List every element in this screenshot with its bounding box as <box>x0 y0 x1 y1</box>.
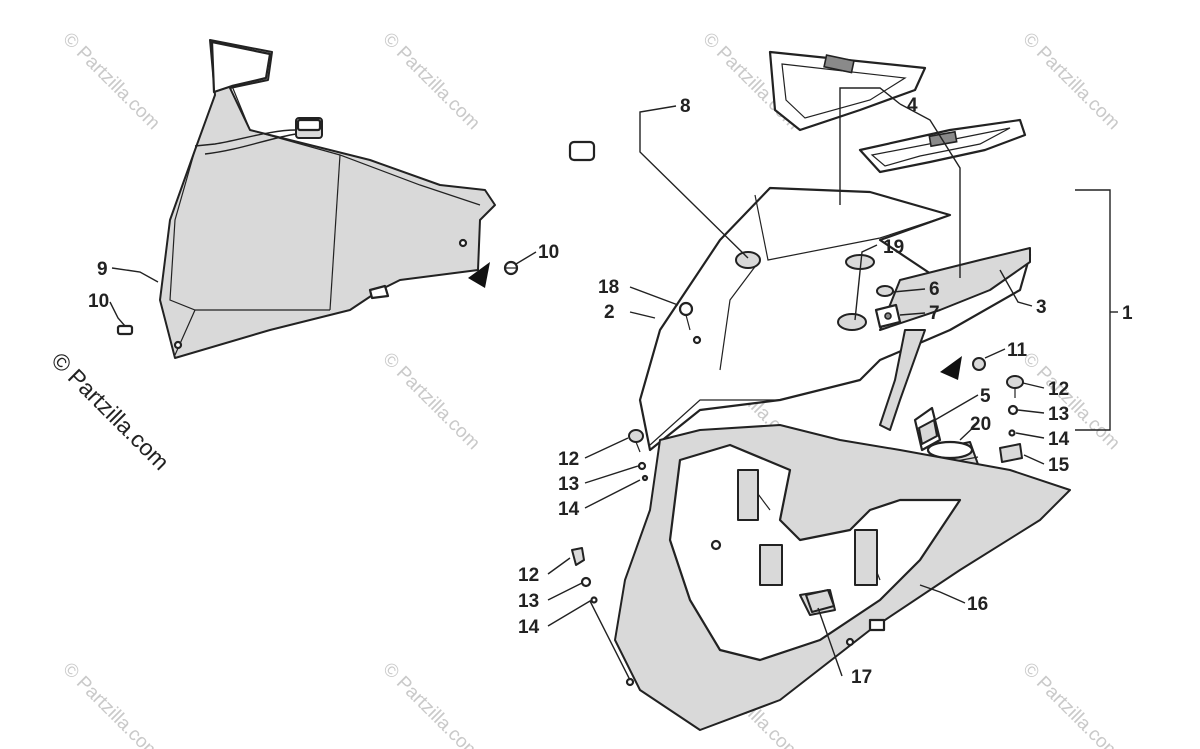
bolt-part-12-left-upper <box>628 429 644 453</box>
watermark-tile: © Partzilla.com <box>378 349 483 454</box>
side-panel-part-3 <box>879 247 1031 331</box>
washer-part-14-left-lower <box>590 596 598 604</box>
callout-label: 13 <box>518 591 539 612</box>
brace <box>879 329 926 431</box>
screw-part-18 <box>678 301 694 331</box>
callout-label: 14 <box>1048 429 1070 450</box>
callout-label: 19 <box>883 237 904 258</box>
callout-label: 16 <box>967 594 988 615</box>
callout-label: 13 <box>558 474 579 495</box>
callout-label: 4 <box>907 95 918 116</box>
callout-label: 15 <box>1048 455 1070 476</box>
callout-label: 20 <box>970 414 991 435</box>
plug-part-17 <box>805 589 835 613</box>
nose-pan-part-16 <box>614 424 1071 731</box>
watermark-tile: © Partzilla.com <box>58 29 163 134</box>
bracket-part-7 <box>874 303 902 329</box>
callout-label: 1 <box>1122 303 1133 324</box>
lens-part-4-lower <box>858 118 1027 174</box>
callout-label: 3 <box>1036 297 1047 318</box>
watermark-tile: © Partzilla.com <box>1018 29 1123 134</box>
washer-part-14-right <box>1008 429 1016 437</box>
callout-label: 9 <box>97 259 108 280</box>
callout-label: 12 <box>1048 379 1069 400</box>
watermark-tile: © Partzilla.com <box>378 29 483 134</box>
watermark-tile: © Partzilla.com <box>1018 349 1123 454</box>
bolt-part-12-right <box>1006 375 1024 398</box>
callout-label: 2 <box>604 302 615 323</box>
switch-part-5 <box>913 406 942 452</box>
washer-part-14-left-upper <box>641 474 649 482</box>
callout-label: 18 <box>598 277 619 298</box>
washer-part-13-left-lower <box>580 576 592 588</box>
direction-arrow <box>468 262 490 288</box>
clip-part-15 <box>999 443 1023 463</box>
nut-part-11 <box>972 357 986 371</box>
callout-label: 10 <box>88 291 109 312</box>
callout-label: 14 <box>518 617 540 638</box>
callout-label: 14 <box>558 499 580 520</box>
screw-part-10-left <box>116 324 134 336</box>
callout-label: 10 <box>538 242 559 263</box>
leader-lines <box>109 87 1118 681</box>
callout-label: 12 <box>558 449 579 470</box>
callout-label: 17 <box>851 667 872 688</box>
callout-label: 8 <box>680 96 691 117</box>
grommet-part-6 <box>876 285 894 297</box>
watermark-tile: © Partzilla.com <box>58 659 163 749</box>
callout-label: 11 <box>1007 340 1028 361</box>
bolt-part-12-left-lower <box>571 547 585 566</box>
watermark-tile: © Partzilla.com <box>378 659 483 749</box>
watermark-tile: © Partzilla.com <box>1018 659 1123 749</box>
switch-harness-part-8 <box>194 117 596 162</box>
callout-labels: 8 4 1 19 18 2 6 7 3 11 5 20 12 13 14 15 … <box>88 95 1133 688</box>
screw-part-10-right <box>503 260 519 276</box>
callout-label: 5 <box>980 386 991 407</box>
windshield-part-9 <box>159 39 496 359</box>
hood-part-2 <box>638 186 1032 452</box>
callout-label: 7 <box>929 303 940 324</box>
watermark-main: © Partzilla.com <box>46 347 174 475</box>
callout-label: 12 <box>518 565 539 586</box>
callout-label: 13 <box>1048 404 1069 425</box>
washer-part-13-right <box>1007 404 1019 416</box>
lens-part-4-upper <box>768 50 927 132</box>
direction-arrow <box>940 356 962 380</box>
washer-part-13-left-upper <box>637 461 647 471</box>
callout-label: 6 <box>929 279 940 300</box>
